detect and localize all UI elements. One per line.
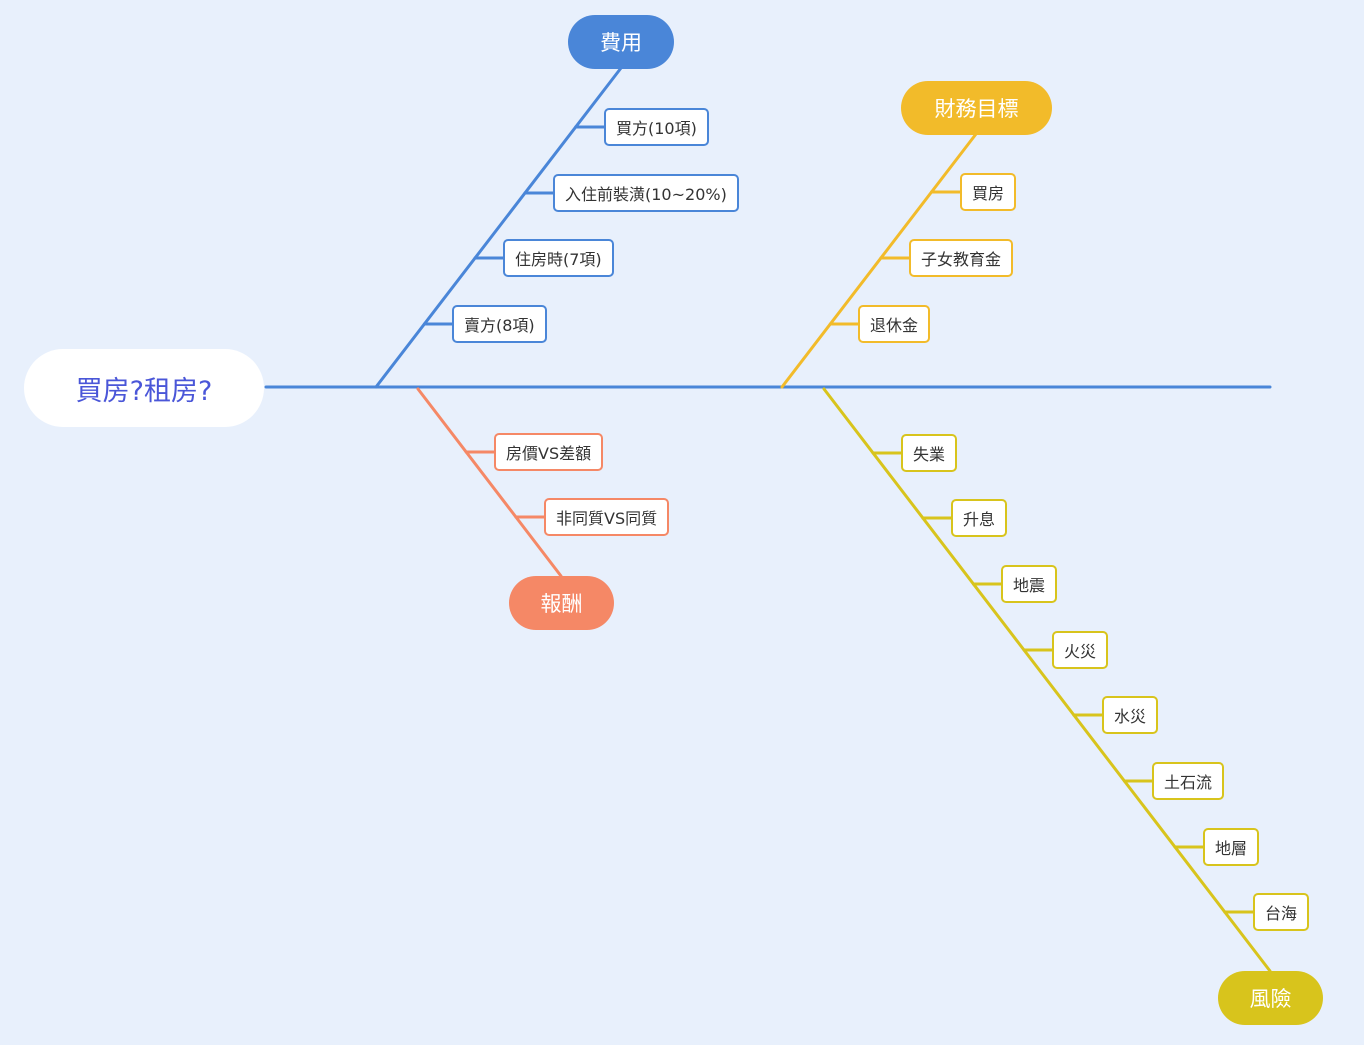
risk-item[interactable]: 水災: [1102, 696, 1159, 734]
reward-bone: [416, 387, 563, 578]
reward-item[interactable]: 房價VS差額: [494, 433, 604, 471]
risk-item[interactable]: 地震: [1001, 565, 1058, 603]
risk-item[interactable]: 火災: [1052, 631, 1109, 669]
risk-item[interactable]: 失業: [901, 434, 958, 472]
category-financial-goal[interactable]: 財務目標: [901, 81, 1052, 135]
connector-lines: [264, 66, 1272, 973]
risk-item[interactable]: 升息: [951, 499, 1008, 537]
risk-item[interactable]: 地層: [1203, 828, 1260, 866]
category-cost[interactable]: 費用: [568, 15, 674, 69]
goal-bone: [780, 132, 978, 389]
category-risk[interactable]: 風險: [1218, 971, 1323, 1025]
cost-bone: [374, 66, 623, 389]
goal-item[interactable]: 退休金: [858, 305, 931, 343]
reward-item[interactable]: 非同質VS同質: [544, 498, 670, 536]
goal-item[interactable]: 買房: [960, 173, 1017, 211]
cost-item[interactable]: 賣方(8項): [452, 305, 547, 343]
risk-item[interactable]: 土石流: [1152, 762, 1225, 800]
risk-item[interactable]: 台海: [1253, 893, 1310, 931]
cost-item[interactable]: 入住前裝潢(10~20%): [553, 174, 739, 212]
cost-item[interactable]: 住房時(7項): [503, 239, 614, 277]
category-reward[interactable]: 報酬: [509, 576, 614, 630]
goal-item[interactable]: 子女教育金: [909, 239, 1014, 277]
risk-bone: [822, 387, 1272, 973]
root-topic[interactable]: 買房?租房?: [24, 349, 264, 427]
cost-item[interactable]: 買方(10項): [604, 108, 709, 146]
